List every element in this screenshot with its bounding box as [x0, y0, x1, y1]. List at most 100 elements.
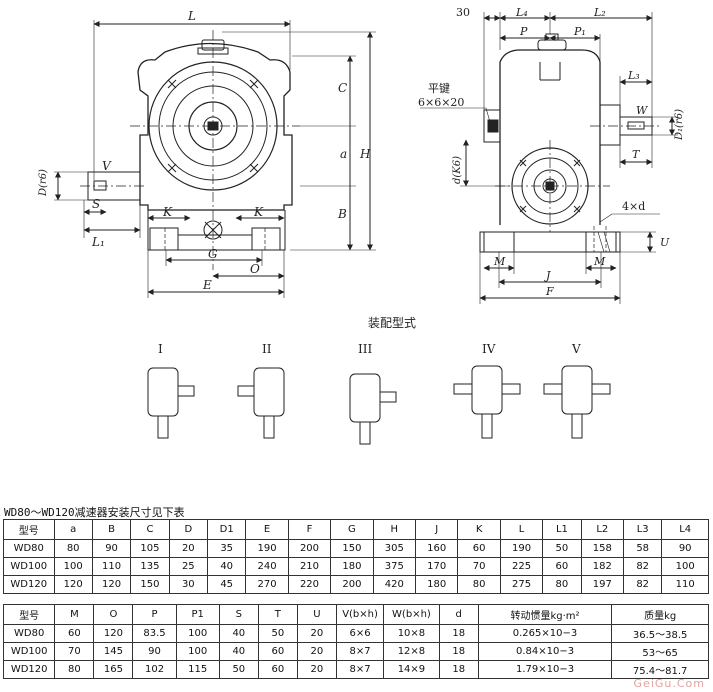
assembly-form-5 — [543, 365, 611, 439]
table-cell: 80 — [53, 539, 93, 558]
assembly-form-3 — [349, 373, 397, 445]
dim-E: E — [202, 278, 212, 292]
table-cell: 145 — [93, 642, 134, 661]
table-cell: 275 — [499, 575, 544, 594]
key-size: 6×6×20 — [418, 96, 464, 109]
column-header: U — [296, 604, 337, 625]
table-cell: 240 — [245, 557, 289, 576]
table-title: WD80～WD120减速器安装尺寸见下表 — [4, 506, 185, 519]
table-cell: 90 — [661, 539, 709, 558]
table-cell: 197 — [580, 575, 625, 594]
table-cell: WD80 — [3, 539, 55, 558]
assembly-label-5: V — [571, 342, 581, 356]
table-cell: 190 — [245, 539, 289, 558]
table-cell: 6×6 — [335, 624, 385, 643]
dim-F: F — [545, 285, 554, 298]
table-cell: 60 — [257, 660, 298, 679]
dim-P1: P₁ — [573, 25, 586, 38]
column-header: L — [499, 519, 544, 540]
table-cell: 135 — [130, 557, 170, 576]
table-cell: WD80 — [2, 624, 56, 643]
table-cell: 0.265×10−3 — [477, 624, 613, 643]
table-cell: 120 — [53, 575, 93, 594]
table-cell: 60 — [257, 642, 298, 661]
dim-M-right: M — [593, 255, 606, 268]
column-header: S — [218, 604, 259, 625]
table-cell: 160 — [414, 539, 459, 558]
dim-K-left: K — [162, 205, 173, 219]
table-cell: 110 — [91, 557, 132, 576]
table-cell: 8×7 — [335, 642, 385, 661]
column-header: d — [438, 604, 479, 625]
table-cell: 20 — [296, 660, 337, 679]
dim-T: T — [632, 148, 641, 161]
table-cell: 20 — [168, 539, 209, 558]
table-cell: 305 — [372, 539, 417, 558]
left-view — [54, 20, 376, 298]
table-cell: 8×7 — [335, 660, 385, 679]
table-cell: 80 — [542, 575, 582, 594]
dim-a: a — [340, 147, 347, 161]
table-cell: 180 — [330, 557, 374, 576]
table-cell: 220 — [287, 575, 332, 594]
table-cell: 80 — [457, 575, 501, 594]
table-cell: 200 — [330, 575, 374, 594]
dim-B: B — [337, 207, 347, 221]
table-cell: 120 — [93, 624, 134, 643]
dim-L: L — [187, 9, 196, 23]
table-cell: 270 — [245, 575, 289, 594]
column-header: V(b×h) — [335, 604, 385, 625]
table-cell: 58 — [622, 539, 663, 558]
column-header: E — [245, 519, 289, 540]
column-header: T — [257, 604, 298, 625]
table-cell: 90 — [91, 539, 132, 558]
table-cell: 10×8 — [383, 624, 440, 643]
table-cell: 165 — [93, 660, 134, 679]
right-view — [420, 12, 678, 304]
assembly-form-2 — [237, 367, 285, 439]
dim-dK6: d(K6) — [452, 156, 463, 184]
table-cell: 100 — [661, 557, 709, 576]
table-cell: 170 — [414, 557, 459, 576]
table-cell: 100 — [175, 642, 220, 661]
table-cell: 50 — [257, 624, 298, 643]
table-cell: 180 — [414, 575, 459, 594]
dim-O: O — [250, 262, 260, 276]
table-cell: 18 — [438, 624, 479, 643]
table-cell: WD120 — [3, 575, 55, 594]
column-header: 型号 — [2, 604, 56, 625]
column-header: 转动惯量kg·m² — [477, 604, 613, 625]
table-cell: 60 — [542, 557, 582, 576]
dim-G: G — [208, 247, 218, 261]
table-cell: 90 — [132, 642, 177, 661]
assembly-label-2: II — [262, 342, 272, 356]
dim-H: H — [359, 147, 371, 161]
table-cell: 45 — [206, 575, 247, 594]
table-cell: 105 — [130, 539, 170, 558]
dim-D1-r6: D₁(r6) — [674, 109, 685, 141]
dim-C: C — [338, 81, 347, 95]
column-header: a — [53, 519, 93, 540]
assembly-form-4 — [453, 365, 521, 439]
table-cell: 18 — [438, 642, 479, 661]
assembly-form-1 — [147, 367, 195, 439]
dim-M-left: M — [493, 255, 506, 268]
column-header: C — [130, 519, 170, 540]
dim-V: V — [102, 159, 112, 173]
table-cell: 70 — [54, 642, 95, 661]
table-cell: 0.84×10−3 — [477, 642, 613, 661]
column-header: L4 — [661, 519, 709, 540]
table-cell: 1.79×10−3 — [477, 660, 613, 679]
table-cell: 14×9 — [383, 660, 440, 679]
dim-L3: L₃ — [627, 69, 640, 82]
table-cell: 100 — [53, 557, 93, 576]
table-cell: 375 — [372, 557, 417, 576]
table-cell: 60 — [457, 539, 501, 558]
column-header: 型号 — [3, 519, 55, 540]
column-header: H — [372, 519, 417, 540]
table-cell: 83.5 — [132, 624, 177, 643]
